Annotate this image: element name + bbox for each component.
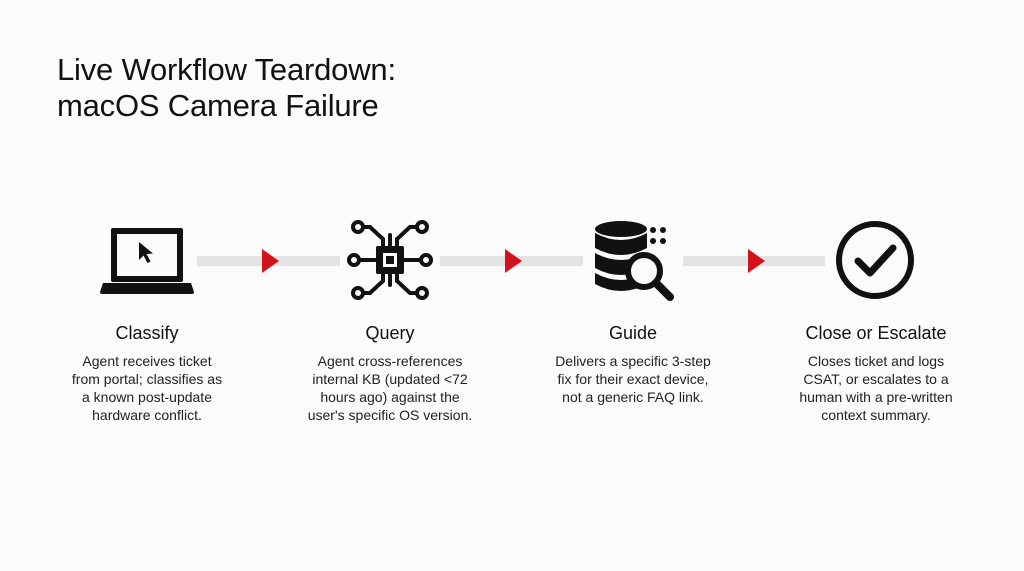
step-description-line: hours ago) against the	[320, 389, 460, 405]
step-query: Query Agent cross-references internal KB…	[285, 323, 495, 424]
step-description: Agent cross-references internal KB (upda…	[285, 352, 495, 424]
step-description-line: human with a pre-written	[799, 389, 953, 405]
step-description: Delivers a specific 3-step fix for their…	[528, 352, 738, 406]
processor-chip-icon	[340, 215, 440, 305]
step-close-or-escalate: Close or Escalate Closes ticket and logs…	[771, 323, 981, 424]
step-guide: Guide Delivers a specific 3-step fix for…	[528, 323, 738, 406]
step-description-line: a known post-update	[82, 389, 212, 405]
step-title: Query	[365, 323, 415, 343]
step-description-line: hardware conflict.	[92, 407, 202, 423]
step-description-line: Closes ticket and logs	[807, 353, 945, 369]
title-line-1: Live Workflow Teardown:	[57, 52, 396, 87]
step-description-line: from portal; classifies as	[71, 371, 223, 387]
step-classify: Classify Agent receives ticket from port…	[42, 323, 252, 424]
database-search-icon	[583, 215, 683, 305]
step-description-line: user's specific OS version.	[307, 407, 473, 423]
step-description-line: Delivers a specific 3-step	[555, 353, 711, 369]
step-title: Classify	[115, 323, 179, 343]
step-description-line: Agent cross-references	[317, 353, 463, 369]
step-title: Close or Escalate	[805, 323, 947, 343]
title-line-2: macOS Camera Failure	[57, 88, 379, 123]
flow-arrow-3	[748, 249, 765, 273]
step-description-line: fix for their exact device,	[557, 371, 709, 387]
flow-arrow-2	[505, 249, 522, 273]
step-description-line: CSAT, or escalates to a	[803, 371, 949, 387]
flow-arrow-1	[262, 249, 279, 273]
step-description-line: context summary.	[821, 407, 931, 423]
step-description-line: internal KB (updated <72	[312, 371, 468, 387]
laptop-cursor-icon	[97, 215, 197, 305]
step-description-line: Agent receives ticket	[82, 353, 212, 369]
step-description: Agent receives ticket from portal; class…	[42, 352, 252, 424]
page-title: Live Workflow Teardown: macOS Camera Fai…	[57, 52, 396, 124]
checkmark-circle-icon	[825, 215, 925, 305]
step-description-line: not a generic FAQ link.	[562, 389, 704, 405]
step-title: Guide	[608, 323, 658, 343]
step-description: Closes ticket and logs CSAT, or escalate…	[771, 352, 981, 424]
